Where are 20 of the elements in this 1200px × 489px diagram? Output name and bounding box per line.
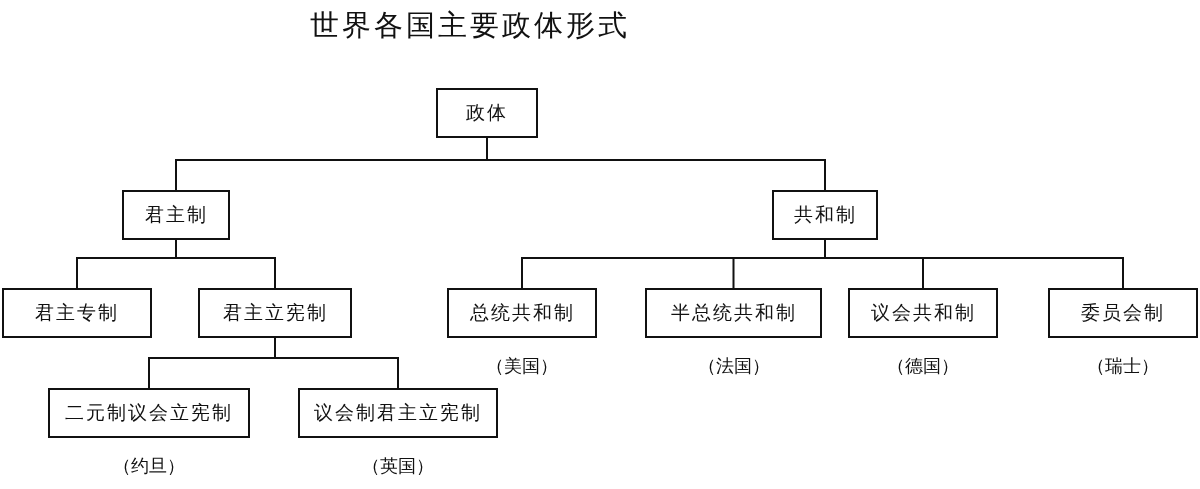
category-box: 政体 bbox=[436, 88, 538, 138]
category-box: 君主立宪制 bbox=[198, 288, 352, 338]
category-box: 君主专制 bbox=[2, 288, 152, 338]
category-box: 君主制 bbox=[122, 190, 230, 240]
country-note: （英国） bbox=[362, 454, 434, 478]
connector-line bbox=[824, 239, 1124, 289]
category-box: 委员会制 bbox=[1048, 288, 1198, 338]
category-box: 议会制君主立宪制 bbox=[298, 388, 498, 438]
category-box: 共和制 bbox=[772, 190, 878, 240]
country-note: （瑞士） bbox=[1087, 354, 1159, 378]
title: 世界各国主要政体形式 bbox=[310, 7, 630, 44]
category-box: 二元制议会立宪制 bbox=[48, 388, 250, 438]
country-note: （约旦） bbox=[113, 454, 185, 478]
country-note: （美国） bbox=[486, 354, 558, 378]
connector-line bbox=[175, 239, 276, 289]
country-note: （法国） bbox=[697, 354, 770, 378]
category-box: 总统共和制 bbox=[447, 288, 597, 338]
category-box: 议会共和制 bbox=[848, 288, 998, 338]
category-box: 半总统共和制 bbox=[645, 288, 822, 338]
country-note: （德国） bbox=[887, 354, 959, 378]
